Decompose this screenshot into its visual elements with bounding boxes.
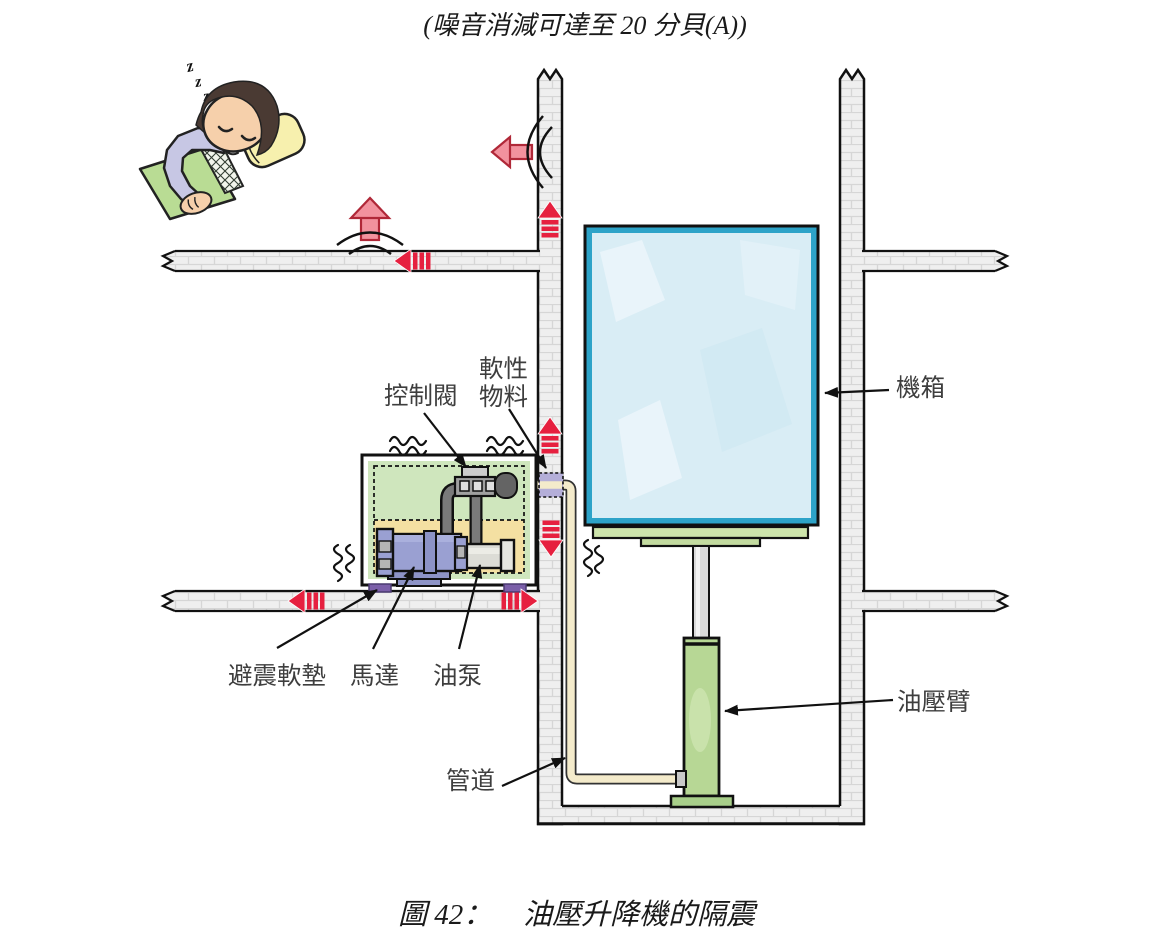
airborne-noise-arrow-up xyxy=(336,196,404,255)
hair xyxy=(195,80,280,157)
page-title: (噪音消減可達至 20 分貝(A)) xyxy=(423,11,747,40)
pit-floor-slab xyxy=(540,806,862,824)
label-flexible-material-1: 軟性 xyxy=(479,355,528,383)
elevator-cabin xyxy=(583,224,820,527)
floor-lower-right xyxy=(852,589,1010,613)
part-labels: 控制閥 軟性 物料 機箱 避震軟墊 馬達 油泵 管道 油壓臂 xyxy=(228,355,971,795)
label-isolation-pad: 避震軟墊 xyxy=(228,662,326,690)
label-oil-pump: 油泵 xyxy=(433,662,482,690)
caption-text: 油壓升降機的隔震 xyxy=(523,899,758,931)
flexible-material-connector xyxy=(538,472,564,498)
cabin-platform xyxy=(591,525,810,548)
label-hydraulic-arm: 油壓臂 xyxy=(897,688,971,716)
floor-upper-left xyxy=(160,249,552,273)
building-structure xyxy=(160,67,1010,826)
label-pipe: 管道 xyxy=(446,767,495,795)
control-valve xyxy=(453,466,497,498)
pipe-fitting xyxy=(675,770,687,788)
label-leader-lines xyxy=(276,386,894,788)
motor xyxy=(375,527,463,587)
isolation-pad-left xyxy=(368,583,392,593)
piston-rod xyxy=(692,545,710,639)
face xyxy=(217,125,257,156)
pump-room xyxy=(360,453,538,593)
label-flexible-material-2: 物料 xyxy=(479,383,528,411)
floor-upper-right xyxy=(852,249,1010,273)
sleeping-person: z z z xyxy=(138,56,306,221)
oil-pipe xyxy=(494,479,687,788)
oil-pump xyxy=(453,535,516,573)
sleep-z-icon: z xyxy=(201,88,210,105)
caption-figure-number: 圖 42： xyxy=(398,899,492,931)
pipe-coupling xyxy=(494,472,518,499)
label-cabin: 機箱 xyxy=(896,374,945,402)
airborne-noise-arrow-left xyxy=(490,115,553,189)
right-wall xyxy=(838,67,866,826)
label-motor: 馬達 xyxy=(350,662,399,690)
isolation-pad-right xyxy=(503,583,527,593)
cylinder-base xyxy=(669,794,735,809)
sleep-z-icon: z xyxy=(183,56,195,76)
hand xyxy=(179,191,213,215)
hydraulic-arm xyxy=(669,545,735,809)
label-control-valve: 控制閥 xyxy=(384,382,458,410)
vibration-squiggle-marks xyxy=(332,435,605,583)
sleep-z-icon: z xyxy=(193,73,204,91)
